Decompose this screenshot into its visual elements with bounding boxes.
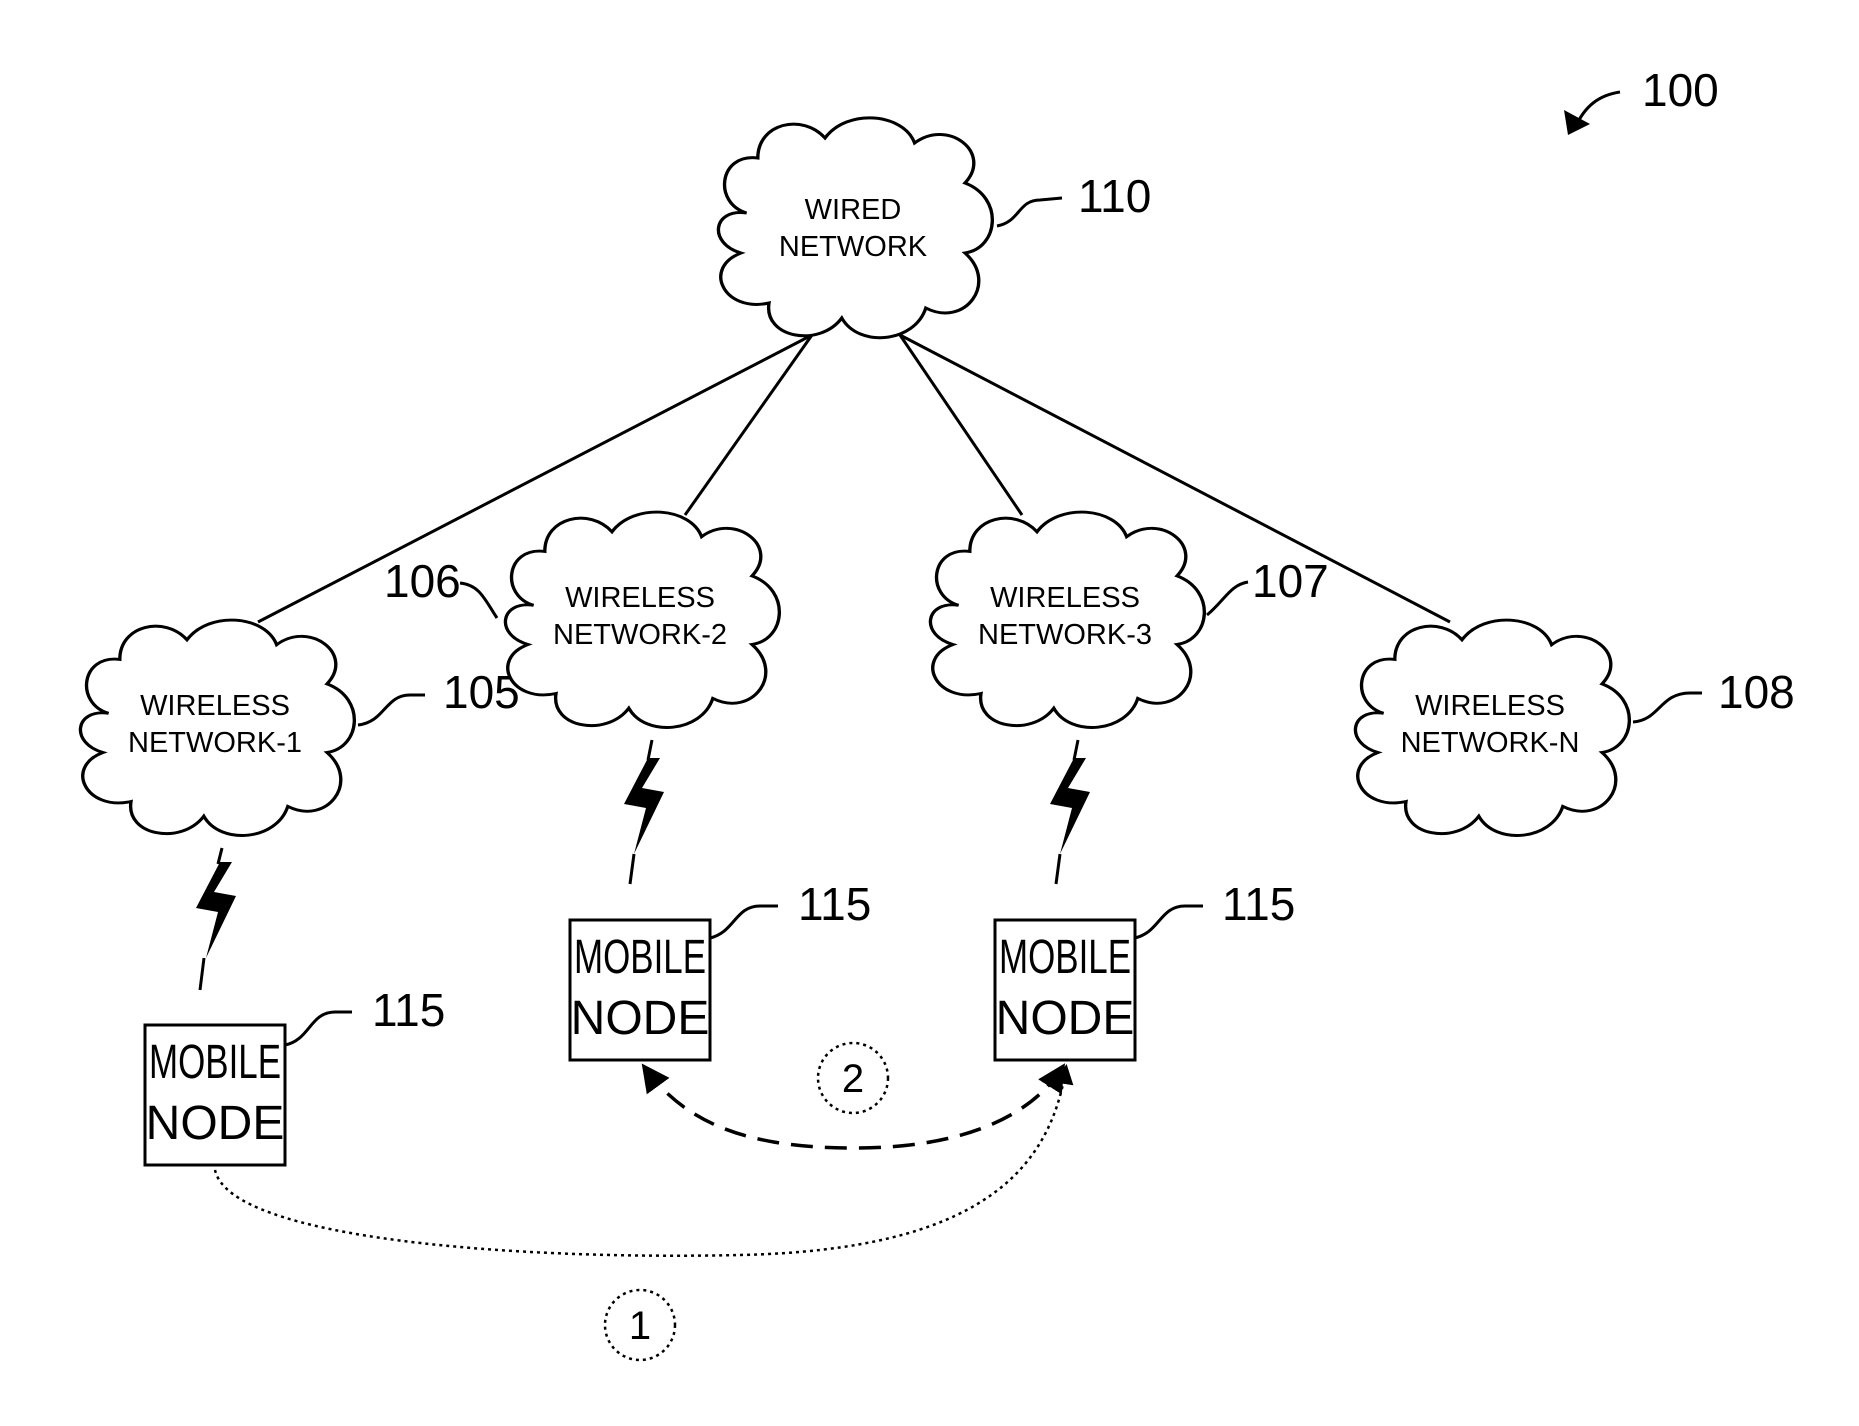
mobile-node-1-line1: MOBILE: [149, 1036, 281, 1089]
link-wired-wireless-2: [685, 335, 812, 515]
step-1-label: 1: [629, 1304, 651, 1348]
wired-network-leader: [997, 198, 1062, 226]
wired-network-ref: 110: [1078, 170, 1151, 222]
mobile-node-3: MOBILE NODE 115: [995, 878, 1295, 1060]
mobile-node-1-ref: 115: [372, 984, 445, 1036]
wireless-network-n-line2: NETWORK-N: [1401, 727, 1580, 759]
wireless-network-3-line1: WIRELESS: [990, 582, 1140, 614]
link-wired-wireless-3: [900, 335, 1022, 515]
wireless-network-n-cloud: WIRELESS NETWORK-N 108: [1355, 620, 1794, 835]
wireless-network-1-line1: WIRELESS: [140, 690, 290, 722]
wired-network-label-line2: NETWORK: [779, 231, 928, 263]
wireless-network-2-line2: NETWORK-2: [553, 619, 727, 651]
wired-network-label-line1: WIRED: [805, 194, 902, 226]
mobile-node-1-line2: NODE: [146, 1097, 285, 1150]
wireless-network-n-line1: WIRELESS: [1415, 690, 1565, 722]
figure-arrowhead-icon: [1564, 110, 1590, 135]
bolt-tail-1: [200, 958, 204, 990]
wireless-network-n-ref: 108: [1718, 666, 1795, 718]
wireless-network-3-ref: 107: [1252, 555, 1329, 607]
bolt-tail-2-top: [648, 740, 652, 760]
wired-network-cloud: WIRED NETWORK 110: [718, 118, 1151, 338]
wireless-link-bolt-icon-3: [1050, 758, 1090, 854]
wireless-network-2-leader: [460, 583, 497, 618]
mobile-node-2-leader: [710, 906, 778, 938]
wireless-network-2-line1: WIRELESS: [565, 582, 715, 614]
wireless-network-n-leader: [1633, 693, 1702, 722]
figure-reference: 100: [1564, 64, 1719, 135]
mobile-node-1-leader: [285, 1012, 352, 1045]
step-1-handoff: 1: [215, 1068, 1066, 1360]
mobile-node-2-ref: 115: [798, 878, 871, 930]
mobile-node-2-line2: NODE: [571, 992, 710, 1045]
bolt-tail-3-top: [1074, 740, 1078, 760]
mobile-node-1: MOBILE NODE 115: [145, 984, 445, 1165]
step-1-path: [215, 1068, 1066, 1256]
mobile-node-3-line1: MOBILE: [999, 931, 1131, 984]
bolt-tail-2: [630, 854, 634, 884]
wireless-network-3-cloud: WIRELESS NETWORK-3 107: [930, 512, 1328, 727]
bolt-tail-3: [1056, 854, 1060, 884]
wireless-network-1-line2: NETWORK-1: [128, 727, 302, 759]
figure-ref-label: 100: [1642, 64, 1719, 116]
mobile-node-3-ref: 115: [1222, 878, 1295, 930]
bolt-tail-1-top: [218, 848, 222, 864]
step-2-label: 2: [842, 1057, 864, 1101]
wireless-network-1-leader: [358, 695, 425, 725]
mobile-node-2: MOBILE NODE 115: [570, 878, 871, 1060]
mobile-node-3-leader: [1135, 906, 1203, 938]
mobile-node-2-line1: MOBILE: [574, 931, 706, 984]
wireless-network-2-ref: 106: [384, 555, 461, 607]
wireless-link-bolt-icon-2: [624, 758, 664, 854]
wireless-link-bolt-icon-1: [196, 862, 236, 958]
wireless-network-3-line2: NETWORK-3: [978, 619, 1152, 651]
mobile-node-3-line2: NODE: [996, 992, 1135, 1045]
wireless-network-3-leader: [1207, 582, 1248, 615]
wireless-network-1-cloud: WIRELESS NETWORK-1 105: [80, 620, 519, 835]
